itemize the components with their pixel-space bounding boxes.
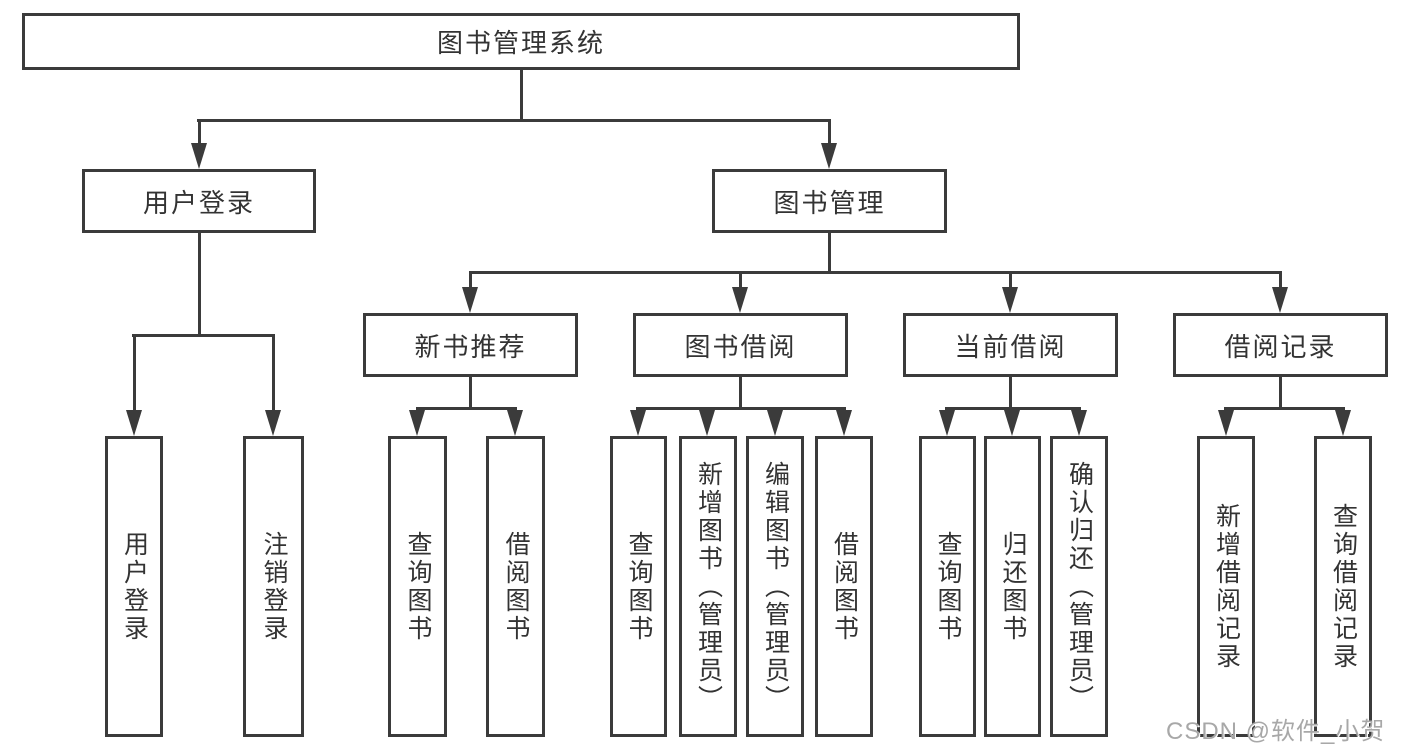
arrowhead-down bbox=[1002, 287, 1018, 313]
arrowhead-down bbox=[1272, 287, 1288, 313]
leaf-edit-books-admin: 编辑图书（管理员） bbox=[746, 436, 804, 737]
connector-line bbox=[469, 271, 1282, 274]
leaf-return-books-label: 归还图书 bbox=[999, 530, 1027, 643]
connector-line bbox=[469, 271, 472, 289]
leaf-add-borrow-record-label: 新增借阅记录 bbox=[1212, 502, 1241, 671]
connector-line bbox=[1224, 407, 1345, 410]
connector-line bbox=[197, 119, 831, 122]
leaf-return-books: 归还图书 bbox=[984, 436, 1041, 737]
arrowhead-down bbox=[191, 143, 207, 169]
node-library-system: 图书管理系统 bbox=[22, 13, 1020, 70]
leaf-confirm-return-admin-label: 确认归还（管理员） bbox=[1065, 460, 1094, 713]
connector-line bbox=[198, 233, 201, 337]
leaf-logout-login-label: 注销登录 bbox=[260, 530, 288, 643]
arrowhead-down bbox=[821, 143, 837, 169]
leaf-borrow-books-recommend: 借阅图书 bbox=[486, 436, 545, 737]
connector-line bbox=[1009, 271, 1012, 289]
leaf-query-books-current-label: 查询图书 bbox=[934, 530, 962, 643]
node-borrowing-records: 借阅记录 bbox=[1173, 313, 1388, 377]
node-new-book-recommendation-label: 新书推荐 bbox=[414, 331, 527, 362]
arrowhead-down bbox=[126, 410, 142, 436]
leaf-borrow-books: 借阅图书 bbox=[815, 436, 873, 737]
arrowhead-down bbox=[409, 410, 425, 436]
csdn-watermark: CSDN @软件_小贺同学 bbox=[1166, 718, 1386, 745]
node-borrowing-records-label: 借阅记录 bbox=[1224, 331, 1337, 362]
connector-line bbox=[945, 407, 1081, 410]
leaf-query-books-recommend-label: 查询图书 bbox=[404, 530, 432, 643]
leaf-query-books-recommend: 查询图书 bbox=[388, 436, 447, 737]
connector-line bbox=[828, 233, 831, 274]
arrowhead-down bbox=[1004, 410, 1020, 436]
connector-line bbox=[739, 271, 742, 289]
connector-line bbox=[739, 377, 742, 409]
connector-line bbox=[1279, 377, 1282, 409]
leaf-query-books-borrow: 查询图书 bbox=[610, 436, 667, 737]
node-new-book-recommendation: 新书推荐 bbox=[363, 313, 578, 377]
node-current-borrowing: 当前借阅 bbox=[903, 313, 1118, 377]
connector-line bbox=[198, 119, 201, 145]
arrowhead-down bbox=[1335, 410, 1351, 436]
node-book-management: 图书管理 bbox=[712, 169, 947, 233]
connector-line bbox=[133, 334, 136, 412]
connector-line bbox=[828, 119, 831, 145]
arrowhead-down bbox=[1218, 410, 1234, 436]
leaf-query-books-borrow-label: 查询图书 bbox=[625, 530, 653, 643]
leaf-query-books-current: 查询图书 bbox=[919, 436, 976, 737]
arrowhead-down bbox=[767, 410, 783, 436]
connector-line bbox=[416, 407, 517, 410]
node-user-login: 用户登录 bbox=[82, 169, 316, 233]
node-user-login-label: 用户登录 bbox=[142, 187, 255, 218]
connector-line bbox=[272, 334, 275, 412]
arrowhead-down bbox=[939, 410, 955, 436]
leaf-query-borrow-record-label: 查询借阅记录 bbox=[1329, 502, 1358, 671]
leaf-add-books-admin: 新增图书（管理员） bbox=[679, 436, 737, 737]
node-book-borrowing-label: 图书借阅 bbox=[684, 331, 797, 362]
node-book-borrowing: 图书借阅 bbox=[633, 313, 848, 377]
leaf-add-books-admin-label: 新增图书（管理员） bbox=[694, 460, 723, 713]
arrowhead-down bbox=[1071, 410, 1087, 436]
leaf-edit-books-admin-label: 编辑图书（管理员） bbox=[761, 460, 790, 713]
node-library-system-label: 图书管理系统 bbox=[436, 28, 605, 58]
arrowhead-down bbox=[630, 410, 646, 436]
arrowhead-down bbox=[699, 410, 715, 436]
arrowhead-down bbox=[462, 287, 478, 313]
connector-line bbox=[636, 407, 846, 410]
leaf-logout-login: 注销登录 bbox=[243, 436, 304, 737]
node-book-management-label: 图书管理 bbox=[773, 187, 886, 218]
leaf-user-login: 用户登录 bbox=[105, 436, 163, 737]
arrowhead-down bbox=[836, 410, 852, 436]
connector-line bbox=[1279, 271, 1282, 289]
arrowhead-down bbox=[265, 410, 281, 436]
leaf-borrow-books-recommend-label: 借阅图书 bbox=[502, 530, 530, 643]
leaf-user-login-label: 用户登录 bbox=[120, 530, 149, 643]
connector-line bbox=[132, 334, 275, 337]
arrowhead-down bbox=[732, 287, 748, 313]
connector-line bbox=[520, 70, 523, 121]
leaf-add-borrow-record: 新增借阅记录 bbox=[1197, 436, 1255, 737]
node-current-borrowing-label: 当前借阅 bbox=[954, 331, 1067, 362]
connector-line bbox=[1009, 377, 1012, 409]
leaf-borrow-books-label: 借阅图书 bbox=[830, 530, 859, 643]
arrowhead-down bbox=[507, 410, 523, 436]
leaf-confirm-return-admin: 确认归还（管理员） bbox=[1050, 436, 1108, 737]
connector-line bbox=[469, 377, 472, 409]
leaf-query-borrow-record: 查询借阅记录 bbox=[1314, 436, 1372, 737]
